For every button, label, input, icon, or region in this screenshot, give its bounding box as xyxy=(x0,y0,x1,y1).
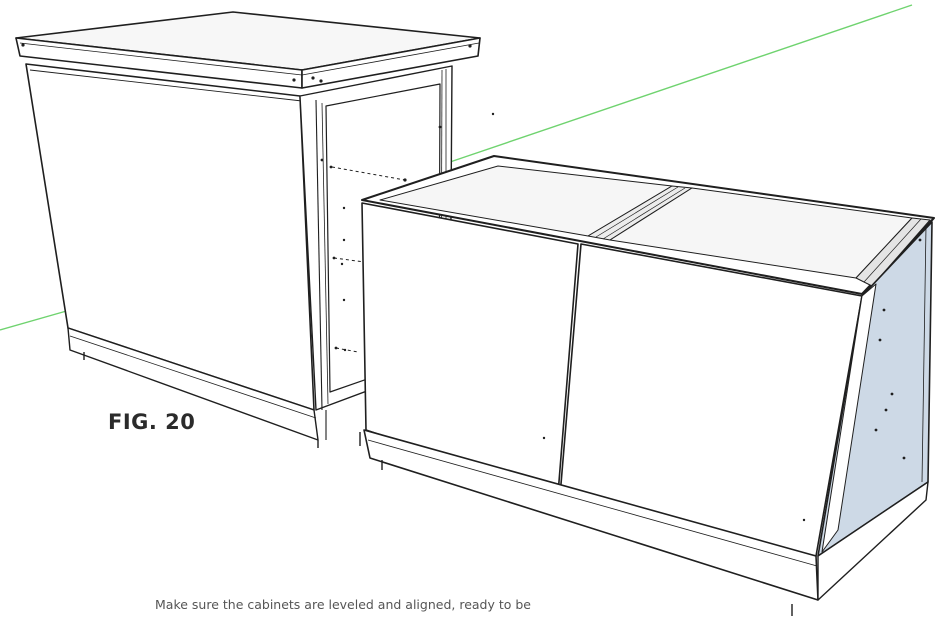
green-axis-line xyxy=(0,4,913,331)
right-cabinet-side-frame xyxy=(821,283,877,553)
right-cabinet xyxy=(359,155,935,616)
figure-caption: Make sure the cabinets are leveled and a… xyxy=(155,597,531,612)
left-cabinet-front-panel xyxy=(25,63,315,411)
figure-label: FIG. 20 xyxy=(108,410,196,434)
right-cabinet-end-rail xyxy=(855,217,931,287)
right-cabinet-screw-holes xyxy=(542,238,922,522)
